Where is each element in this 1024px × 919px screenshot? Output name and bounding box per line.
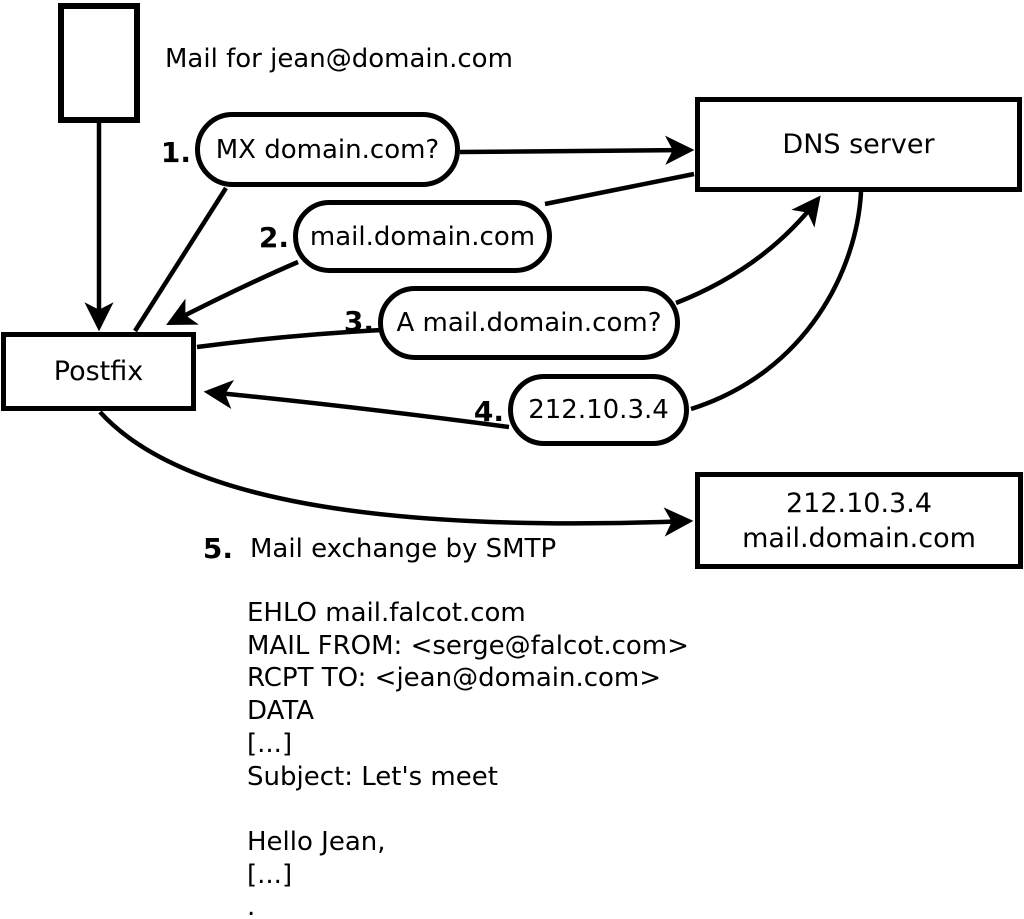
- dns-server-box: DNS server: [695, 97, 1022, 192]
- smtp-line: .: [247, 892, 256, 919]
- step-1-label: MX domain.com?: [215, 134, 440, 165]
- mail-for-label: Mail for jean@domain.com: [165, 44, 513, 74]
- step-4-label: 212.10.3.4: [528, 395, 669, 425]
- line-postfix-to-query3: [196, 327, 382, 350]
- step-4-pill: 212.10.3.4: [508, 374, 689, 446]
- step-2-pill: mail.domain.com: [293, 200, 552, 273]
- step-3-label: A mail.domain.com?: [396, 308, 662, 338]
- step-3-pill: A mail.domain.com?: [378, 286, 680, 360]
- smtp-session-transcript: EHLO mail.falcot.com MAIL FROM: <serge@f…: [247, 597, 689, 919]
- line-dns-to-answer2: [544, 171, 695, 207]
- line-dns-to-answer4: [690, 191, 864, 412]
- smtp-line: [247, 793, 689, 826]
- step-1-pill: MX domain.com?: [195, 112, 460, 187]
- mail-message-box: [58, 3, 140, 123]
- step-3-number: 3.: [343, 305, 374, 338]
- smtp-line: [...]: [247, 859, 293, 890]
- step-2-label: mail.domain.com: [309, 221, 536, 252]
- smtp-line: Hello Jean,: [247, 826, 386, 857]
- mail-server-ip: 212.10.3.4: [786, 487, 932, 519]
- smtp-line: Subject: Let's meet: [247, 761, 498, 792]
- step-1-number: 1.: [160, 136, 191, 169]
- step-4-number: 4.: [473, 395, 504, 428]
- postfix-label: Postfix: [53, 356, 144, 387]
- smtp-line: DATA: [247, 696, 314, 727]
- arrow-answer2-to-postfix: [166, 259, 299, 326]
- mail-server-hostname: mail.domain.com: [742, 522, 976, 554]
- step-5-label: Mail exchange by SMTP: [250, 534, 557, 564]
- smtp-line: [...]: [247, 728, 293, 759]
- postfix-box: Postfix: [1, 332, 196, 411]
- line-postfix-to-query1: [133, 186, 228, 333]
- smtp-line: MAIL FROM: <serge@falcot.com>: [247, 630, 689, 661]
- arrow-postfix-to-mailserver: [98, 410, 694, 537]
- smtp-line: RCPT TO: <jean@domain.com>: [247, 663, 662, 694]
- dns-server-label: DNS server: [782, 129, 935, 160]
- mail-server-box: 212.10.3.4 mail.domain.com: [695, 472, 1023, 569]
- arrow-answer4-to-postfix: [203, 379, 510, 430]
- step-2-number: 2.: [258, 221, 289, 254]
- arrow-query1-to-dns: [459, 135, 695, 165]
- step-5-number: 5.: [202, 532, 233, 565]
- arrow-query3-to-dns: [675, 195, 821, 306]
- smtp-line: EHLO mail.falcot.com: [247, 598, 526, 628]
